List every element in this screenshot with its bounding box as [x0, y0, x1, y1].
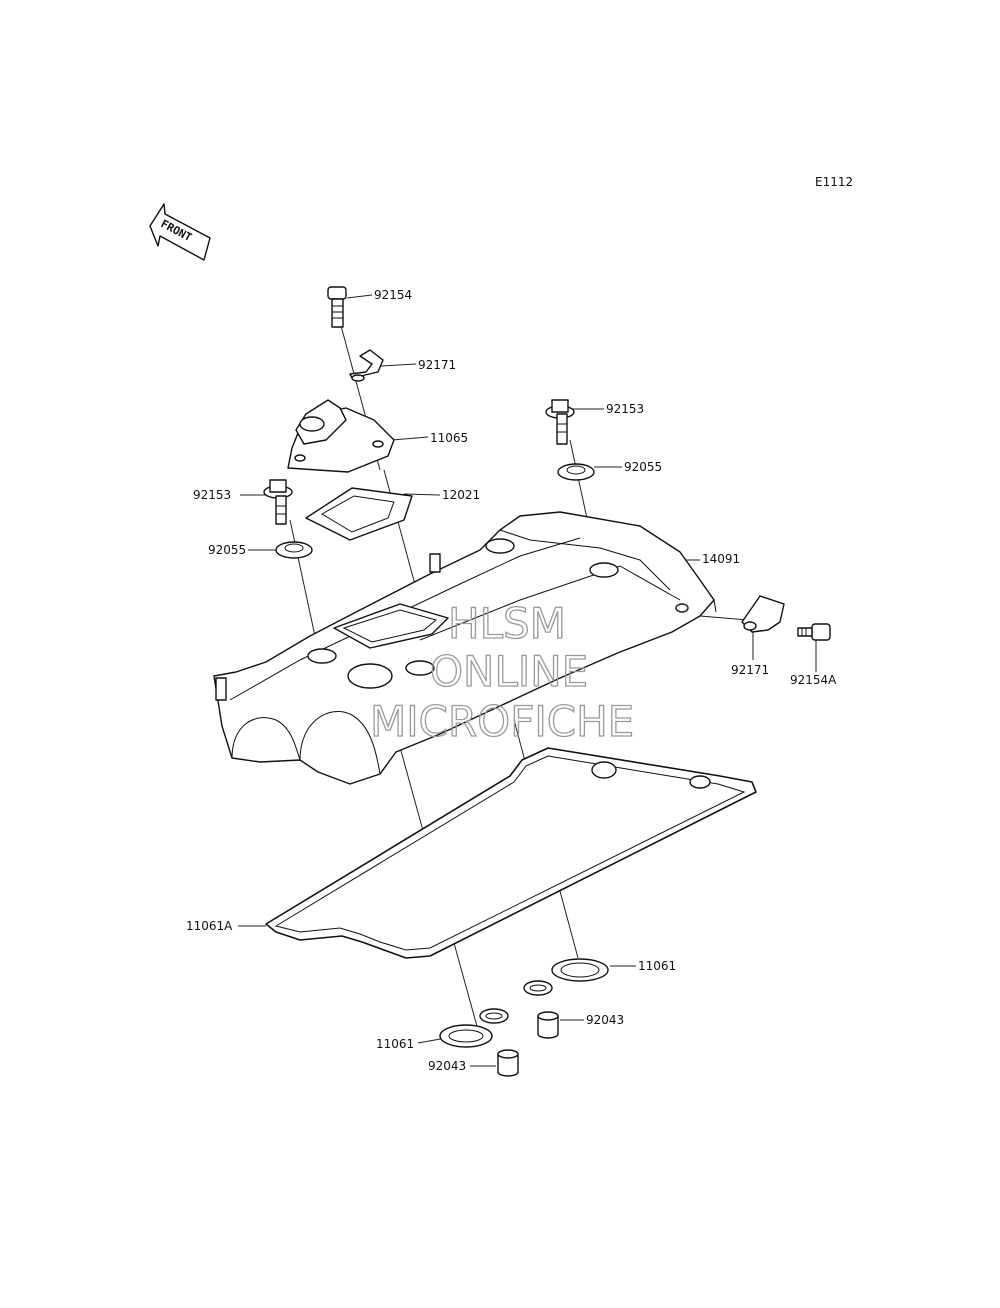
bolt-right-a-icon [797, 623, 831, 641]
label-bolt-left: 92153 [193, 488, 231, 502]
dowel-left-icon [497, 1049, 519, 1077]
label-plate: 12021 [442, 488, 480, 502]
head-cover-icon [213, 511, 717, 785]
watermark-line-1: HLSM [448, 599, 566, 648]
gasket-main-icon [265, 747, 757, 959]
label-bolt-right: 92153 [606, 402, 644, 416]
gasket-left-icon [439, 1008, 509, 1048]
dowel-right-icon [537, 1011, 559, 1039]
watermark-line-2: ONLINE [430, 647, 588, 696]
label-gasket-left: 11061 [376, 1037, 414, 1051]
label-bolt-top: 92154 [374, 288, 412, 302]
front-arrow-icon: FRONT [149, 203, 211, 261]
label-gasket-main: 11061A [186, 919, 233, 933]
watermark: HLSM ONLINE MICROFICHE [369, 598, 634, 746]
breather-cover-icon [287, 399, 395, 473]
label-clamp-right: 92171 [731, 663, 769, 677]
label-head-cover: 14091 [702, 552, 740, 566]
label-washer-right: 92055 [624, 460, 662, 474]
clamp-top-icon [349, 349, 384, 382]
washer-right-icon [557, 463, 595, 481]
diagram-code: E1112 [815, 175, 853, 189]
gasket-right-icon [523, 958, 609, 996]
plate-icon [305, 487, 413, 541]
label-gasket-right: 11061 [638, 959, 676, 973]
label-breather-cover: 11065 [430, 431, 468, 445]
label-dowel-left: 92043 [428, 1059, 466, 1073]
bolt-left-icon [263, 479, 293, 525]
label-clamp-top: 92171 [418, 358, 456, 372]
label-washer-left: 92055 [208, 543, 246, 557]
bolt-right-icon [545, 399, 575, 445]
bolt-top-icon [327, 286, 347, 328]
washer-left-icon [275, 541, 313, 559]
clamp-right-icon [741, 595, 785, 633]
watermark-line-3: MICROFICHE [370, 697, 634, 746]
label-bolt-right-a: 92154A [790, 673, 837, 687]
label-dowel-right: 92043 [586, 1013, 624, 1027]
